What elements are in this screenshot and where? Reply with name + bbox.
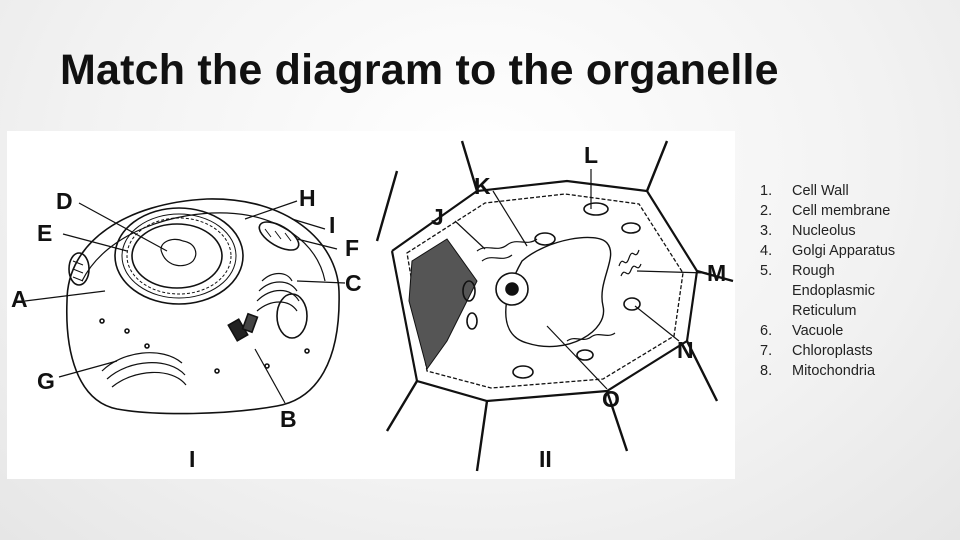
cell-labels: D H E I F C A G B L K J M N O I II — [11, 142, 726, 472]
label-F: F — [345, 235, 359, 261]
list-text: Cell membrane — [792, 203, 891, 219]
figure-label-I: I — [189, 446, 195, 472]
list-number: 4. — [760, 243, 773, 259]
animal-cell — [24, 198, 346, 415]
label-J: J — [431, 204, 444, 230]
list-item: 1. Cell Wall — [760, 181, 942, 201]
list-number: 7. — [760, 343, 773, 359]
list-item: 4. Golgi Apparatus — [760, 241, 942, 261]
list-item: 8. Mitochondria — [760, 361, 942, 381]
central-vacuole — [505, 236, 612, 348]
cell-diagram-svg: D H E I F C A G B L K J M N O I II — [11, 140, 734, 472]
list-text: Golgi Apparatus — [792, 243, 896, 259]
label-C: C — [345, 270, 362, 296]
golgi-animal — [256, 272, 300, 312]
list-number: 6. — [760, 323, 773, 339]
er-animal — [101, 352, 187, 388]
cell-diagram: D H E I F C A G B L K J M N O I II — [7, 131, 735, 479]
label-G: G — [37, 368, 55, 394]
label-K: K — [474, 173, 491, 199]
label-N: N — [677, 337, 694, 363]
plant-cell — [375, 140, 734, 472]
golgi-plant — [618, 249, 642, 277]
label-L: L — [584, 142, 598, 168]
list-number: 1. — [760, 183, 773, 199]
nucleolus — [160, 238, 197, 267]
label-B: B — [280, 406, 297, 432]
label-M: M — [707, 260, 726, 286]
animal-cell-outline — [65, 198, 340, 415]
list-text: Vacuole — [792, 323, 844, 339]
label-E: E — [37, 220, 52, 246]
list-text: Chloroplasts — [792, 343, 873, 359]
label-I: I — [329, 212, 335, 238]
mitochondrion — [258, 221, 300, 251]
label-D: D — [56, 188, 73, 214]
list-text: Cell Wall — [792, 183, 849, 199]
list-number: 2. — [760, 203, 773, 219]
list-item: 6. Vacuole — [760, 321, 942, 341]
list-number: 5. — [760, 263, 773, 279]
label-O: O — [602, 386, 620, 412]
plant-cell-membrane — [406, 193, 684, 389]
list-text: Nucleolus — [792, 223, 856, 239]
label-H: H — [299, 185, 316, 211]
list-text: Rough Endoplasmic Reticulum — [792, 263, 876, 319]
organelle-list: 1.Cell Wall 2.Cell membrane 3.Nucleolus … — [760, 181, 942, 381]
list-item: 7. Chloroplasts — [760, 341, 942, 361]
label-A: A — [11, 286, 28, 312]
list-number: 3. — [760, 223, 773, 239]
list-item: 2. Cell membrane — [760, 201, 942, 221]
list-item: 5. Rough Endoplasmic Reticulum — [760, 261, 942, 321]
list-number: 8. — [760, 363, 773, 379]
figure-label-II: II — [539, 446, 552, 472]
list-item: 3. Nucleolus — [760, 221, 942, 241]
list-text: Mitochondria — [792, 363, 876, 379]
slide-title: Match the diagram to the organelle — [60, 46, 779, 94]
nuclear-envelope — [114, 207, 244, 305]
nucleus — [131, 223, 223, 289]
